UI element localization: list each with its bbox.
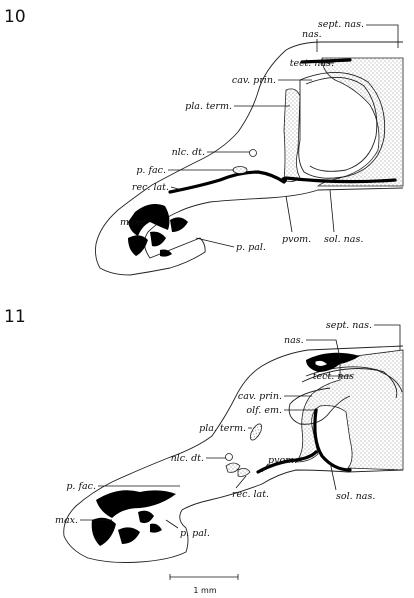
label-sept-nas-10: sept. nas. [318,19,364,30]
nasal-capsule-outline-10 [95,41,404,276]
nasolacrimal-duct-11 [225,453,233,461]
facial-process-11 [225,462,241,473]
maxilla-11 [91,490,176,546]
lateral-recess-wall-11 [256,450,318,474]
label-olf-em-11: olf. em. [246,405,282,416]
cavum-principale-10 [298,72,386,179]
figure-10: 10 [4,7,404,276]
label-pla-term-11: pla. term. [199,423,246,434]
label-nas-11: nas. [284,335,304,346]
label-p-pal-10: p. pal. [236,242,266,253]
label-cav-prin-10: cav. prin. [232,75,276,86]
nasal-bone-11 [306,352,360,372]
label-sol-nas-10: sol. nas. [324,234,363,245]
label-rec-lat-11: rec. lat. [232,489,269,500]
septum-nasi-10 [317,57,404,187]
planum-terminale-10 [283,88,301,182]
label-max-11: max. [55,515,78,526]
label-rec-lat-10: rec. lat. [132,182,169,193]
lateral-recess-wall-10 [168,170,286,194]
label-nas-10: nas. [302,29,322,40]
nasal-capsule-outline-11 [63,345,404,563]
label-max-10: max. [120,217,143,228]
planum-terminale-11 [249,423,263,441]
label-p-pal-11: p. pal. [180,528,210,539]
label-tect-nas-10: tect. nas. [290,58,334,69]
figure-11: 11 [4,307,404,563]
label-nlc-dt-11: nlc. dt. [171,453,204,464]
septum-nasi-11 [295,349,404,471]
scale-bar: 1 mm [169,574,239,595]
tectum-nasi-10 [300,58,352,64]
label-nlc-dt-10: nlc. dt. [172,147,205,158]
solum-nasi-11 [313,408,352,472]
label-pvom-11: pvom. [268,455,297,466]
cavum-inner-10 [305,77,378,172]
label-sept-nas-11: sept. nas. [326,320,372,331]
figure-11-number: 11 [4,307,26,327]
facial-process-10 [232,166,248,174]
label-cav-prin-11: cav. prin. [238,391,282,402]
label-tect-nas-11: tect. nas [313,371,354,382]
label-sol-nas-11: sol. nas. [336,491,375,502]
maxilla-10 [128,204,188,257]
leader-lines-10 [138,24,399,248]
facial-process-11b [237,468,251,477]
leader-lines-11 [80,324,401,529]
figure-10-number: 10 [4,7,26,27]
label-pvom-10: pvom. [282,234,311,245]
scale-bar-label: 1 mm [193,586,216,595]
nasolacrimal-duct-10 [249,149,257,157]
label-p-fac-11: p. fac. [66,481,96,492]
label-p-fac-10: p. fac. [136,165,166,176]
solum-nasi-10 [284,176,397,184]
olfactory-eminence-11 [288,387,351,425]
paravomer-10 [281,177,287,183]
label-pla-term-10: pla. term. [185,101,232,112]
